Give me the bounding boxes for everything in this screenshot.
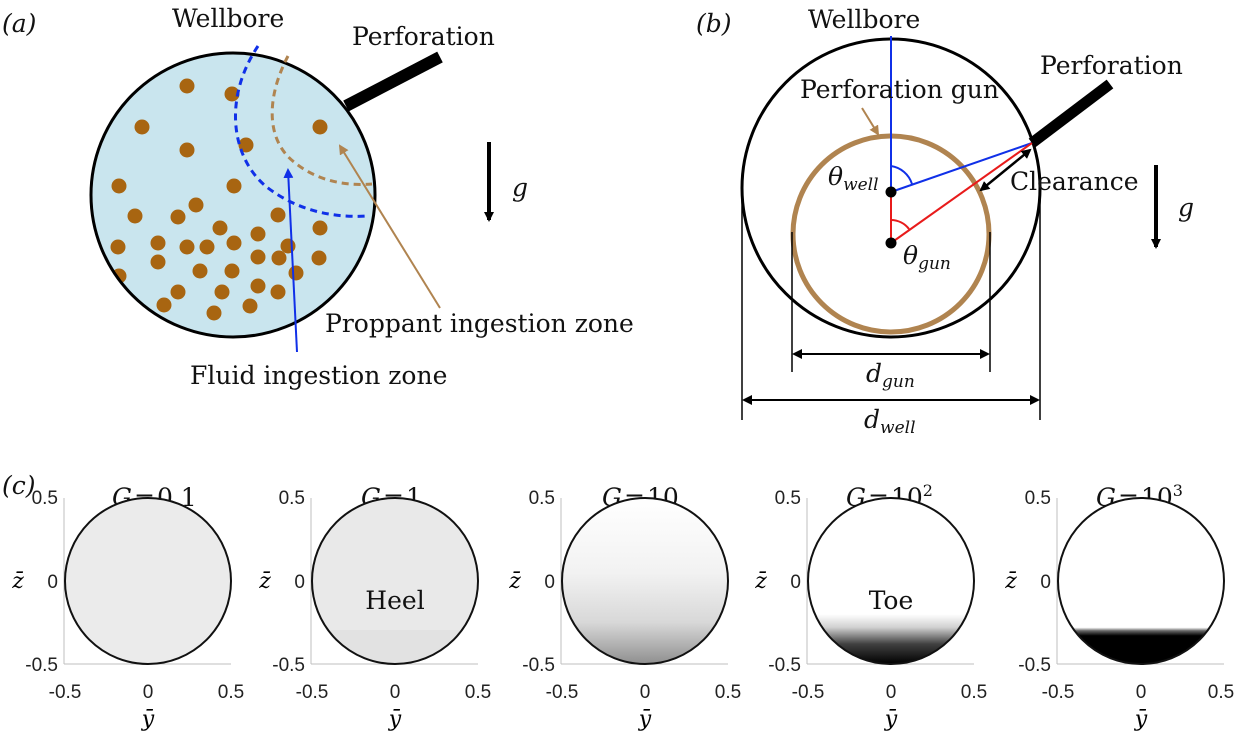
d-well-label: dwell <box>864 405 916 438</box>
panel-c-tag: (c) <box>2 471 36 500</box>
y-tick-bottom: -0.5 <box>272 655 305 676</box>
pipe-outline <box>311 497 479 665</box>
x-tick-mid: 0 <box>390 682 401 703</box>
clearance-label: Clearance <box>1010 167 1139 196</box>
panel-b-perforation-label: Perforation <box>1040 51 1183 80</box>
x-axis-label: ȳ <box>388 707 402 732</box>
y-tick-top: 0.5 <box>529 488 555 509</box>
gun-center-dot <box>885 237 897 249</box>
y-axis-label: z̄ <box>1004 569 1017 594</box>
y-tick-mid: 0 <box>1040 572 1051 593</box>
x-tick-right: 0.5 <box>465 682 491 703</box>
theta-well-arc <box>890 165 913 185</box>
x-axis-label: ȳ <box>638 707 652 732</box>
concentration-field <box>65 498 231 664</box>
heel-label: Heel <box>365 586 424 615</box>
panel-a-perforation-label: Perforation <box>352 22 495 51</box>
x-tick-left: -0.5 <box>49 682 82 703</box>
panel-b: (b) Clearance Wellbore Perforation Perfo… <box>696 5 1194 438</box>
fluid-zone-label: Fluid ingestion zone <box>190 361 447 390</box>
concentration-field <box>1058 498 1224 664</box>
y-tick-top: 0.5 <box>32 488 58 509</box>
pipe-outline <box>807 497 975 665</box>
fluid-zone-boundary <box>233 45 369 218</box>
y-tick-top: 0.5 <box>1025 488 1051 509</box>
concentration-field <box>312 498 478 664</box>
concentration-plot: G=102 Toe 0.5 0 -0.5 -0.5 0 0.5 ȳ z̄ <box>754 481 987 732</box>
panel-b-perforation-tunnel <box>1028 79 1114 148</box>
x-tick-mid: 0 <box>143 682 154 703</box>
d-gun-label: dgun <box>866 359 915 392</box>
proppant-zone-label: Proppant ingestion zone <box>325 309 634 338</box>
x-tick-left: -0.5 <box>546 682 579 703</box>
x-tick-left: -0.5 <box>792 682 825 703</box>
panel-b-gravity-label: g <box>1178 193 1194 222</box>
panel-a-gravity-label: g <box>512 173 528 202</box>
x-tick-right: 0.5 <box>1208 682 1234 703</box>
theta-gun-label: θgun <box>903 241 951 274</box>
perforation-gun-label: Perforation gun <box>800 75 999 104</box>
y-tick-bottom: -0.5 <box>1018 655 1051 676</box>
panel-c: (c) G=0.1 0.5 0 -0.5 -0.5 0 0.5 ȳ z̄ G=1… <box>2 471 1234 732</box>
y-axis-label: z̄ <box>11 569 24 594</box>
panel-a-wellbore-label: Wellbore <box>172 4 284 33</box>
fluid-zone-leader <box>283 168 298 353</box>
x-tick-left: -0.5 <box>296 682 329 703</box>
theta-gun-arc <box>890 219 910 230</box>
y-tick-top: 0.5 <box>279 488 305 509</box>
toe-label: Toe <box>869 586 914 615</box>
x-axis-label: ȳ <box>1134 707 1148 732</box>
y-tick-mid: 0 <box>544 572 555 593</box>
panel-a-tag: (a) <box>2 9 36 38</box>
y-axis-label: z̄ <box>508 569 521 594</box>
y-tick-top: 0.5 <box>775 488 801 509</box>
clearance-arrow <box>979 148 1032 192</box>
theta-well-label: θwell <box>828 162 879 195</box>
concentration-plot: G=1 Heel 0.5 0 -0.5 -0.5 0 0.5 ȳ z̄ <box>258 483 491 732</box>
x-tick-right: 0.5 <box>715 682 741 703</box>
pipe-outline <box>1057 497 1225 665</box>
y-axis-label: z̄ <box>258 569 271 594</box>
panel-b-wellbore-label: Wellbore <box>808 5 920 34</box>
x-axis-label: ȳ <box>884 707 898 732</box>
y-tick-mid: 0 <box>294 572 305 593</box>
proppant-zone-boundary <box>270 55 373 186</box>
concentration-plot: G=10 0.5 0 -0.5 -0.5 0 0.5 ȳ z̄ <box>508 483 741 732</box>
perforation-tunnel <box>343 51 443 112</box>
x-tick-mid: 0 <box>640 682 651 703</box>
concentration-plot: G=0.1 0.5 0 -0.5 -0.5 0 0.5 ȳ z̄ <box>11 483 244 732</box>
y-tick-bottom: -0.5 <box>522 655 555 676</box>
concentration-field <box>562 498 728 664</box>
y-tick-mid: 0 <box>47 572 58 593</box>
pipe-outline <box>64 497 232 665</box>
y-axis-label: z̄ <box>754 569 767 594</box>
x-tick-mid: 0 <box>1136 682 1147 703</box>
x-tick-mid: 0 <box>886 682 897 703</box>
x-tick-right: 0.5 <box>218 682 244 703</box>
concentration-plot: G=103 0.5 0 -0.5 -0.5 0 0.5 ȳ z̄ <box>1004 481 1234 732</box>
wellbore-outline <box>89 51 377 339</box>
wellbore-center-dot <box>885 186 897 198</box>
x-tick-right: 0.5 <box>961 682 987 703</box>
y-tick-bottom: -0.5 <box>25 655 58 676</box>
proppant-zone-leader <box>338 144 441 309</box>
panel-b-tag: (b) <box>696 9 732 38</box>
y-tick-bottom: -0.5 <box>768 655 801 676</box>
x-tick-left: -0.5 <box>1042 682 1075 703</box>
perforation-gun-leader <box>861 107 880 136</box>
concentration-field <box>808 498 974 664</box>
x-axis-label: ȳ <box>141 707 155 732</box>
panel-a: (a) <box>2 4 634 390</box>
pipe-outline <box>561 497 729 665</box>
y-tick-mid: 0 <box>790 572 801 593</box>
